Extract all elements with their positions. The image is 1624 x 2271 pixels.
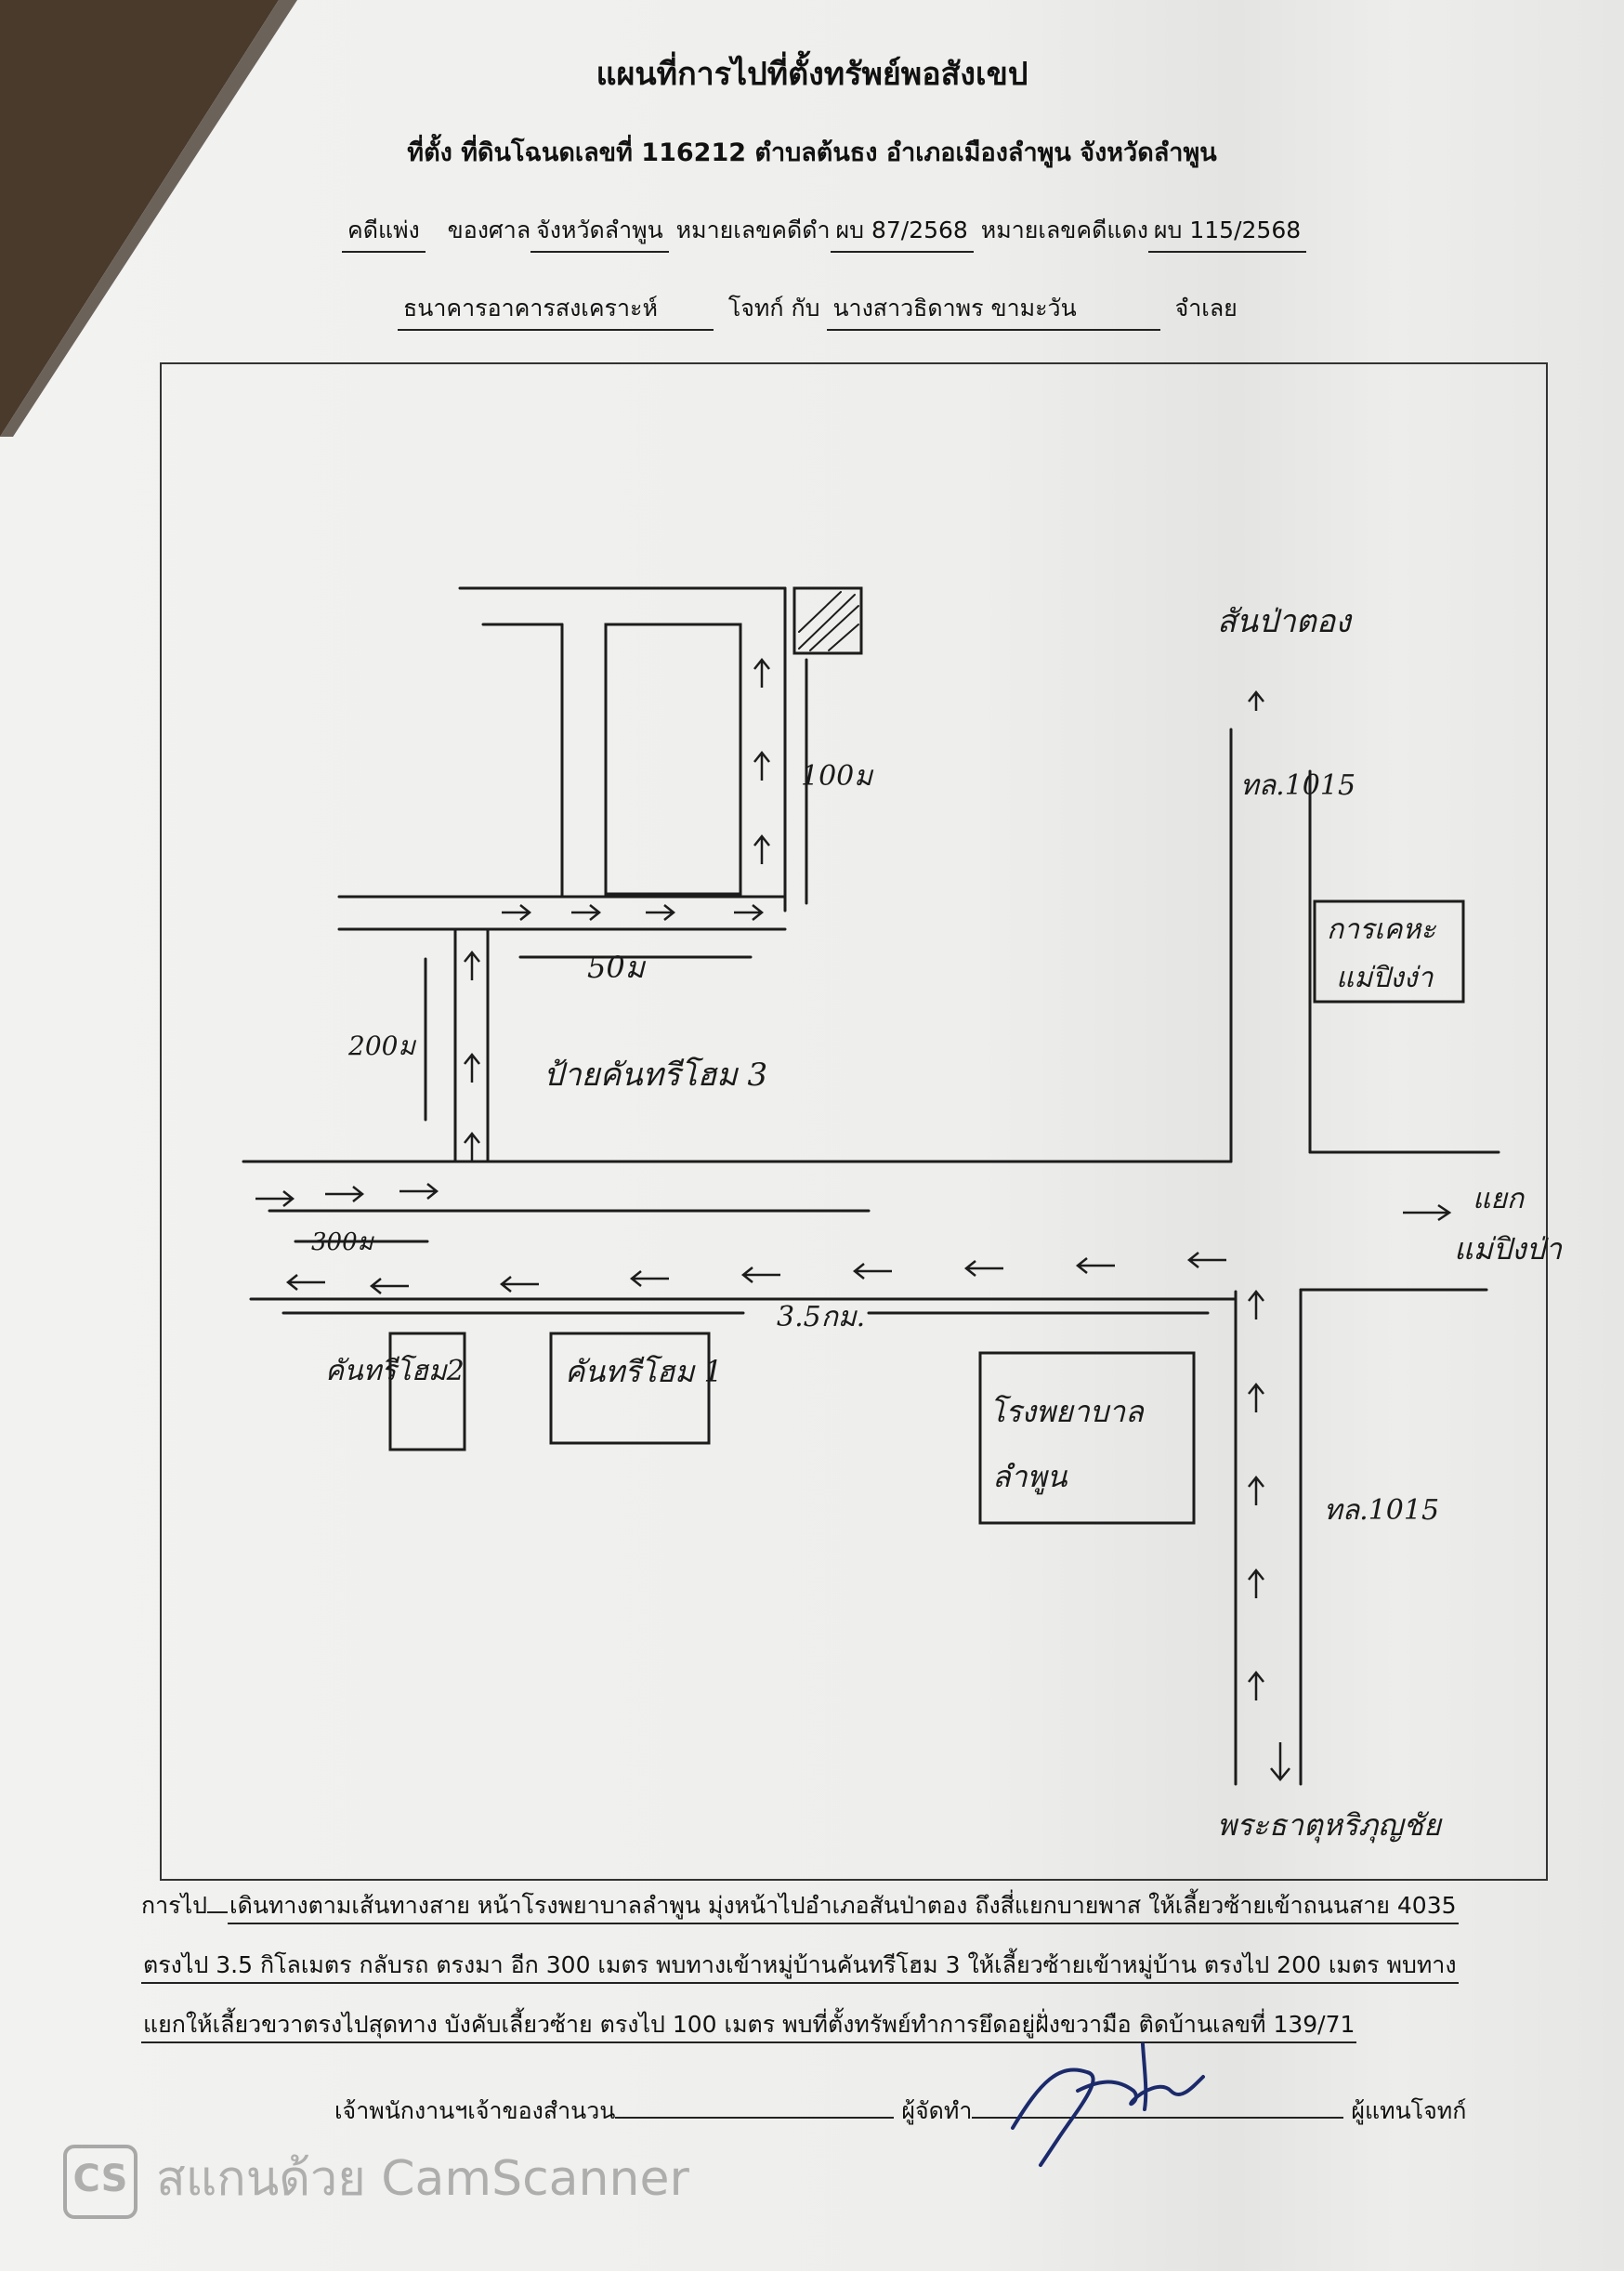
plaintiff-name: ธนาคารอาคารสงเคราะห์: [398, 290, 714, 331]
paper-edge-shadow: [0, 0, 297, 437]
arrow-icon: [753, 657, 770, 688]
maker-signature-line: [972, 2117, 1344, 2119]
case-info-line: คดีแพ่ง ของศาลจังหวัดลำพูน หมายเลขคดีดำผ…: [342, 212, 1307, 253]
arrow-icon: [1248, 1475, 1264, 1505]
property-location: ที่ตั้ง ที่ดินโฉนดเลขที่ 116212 ตำบลต้นธ…: [407, 138, 1217, 167]
label-country-home-1: คันทรีโฮม 1: [565, 1354, 723, 1389]
signature-row: เจ้าพนักงานฯเจ้าของสำนวน ผู้จัดทำ ผู้แทน…: [334, 2093, 1466, 2130]
country-home-2-box: [388, 1332, 466, 1451]
label-junction-2: แม่ปิงป่า: [1454, 1231, 1563, 1267]
label-housing-authority-2: แม่ปิงง่า: [1336, 962, 1434, 994]
directions-label: การไป: [141, 1892, 208, 1919]
arrow-icon: [502, 904, 532, 921]
direction-arrows: [255, 657, 1452, 1781]
arrow-icon: [571, 904, 602, 921]
arrow-icon: [255, 1190, 295, 1207]
map-title: แผนที่การไปที่ตั้งทรัพย์พอสังเขป: [596, 56, 1028, 93]
directions-text-3: แยกให้เลี้ยวขวาตรงไปสุดทาง บังคับเลี้ยวซ…: [141, 2011, 1357, 2043]
arrow-icon: [464, 950, 480, 980]
label-3-5km: 3.5กม.: [777, 1301, 865, 1333]
label-road-1015-bottom: ทล.1015: [1324, 1494, 1439, 1527]
arrow-icon: [369, 1278, 409, 1294]
signature-stroke: [1011, 2042, 1205, 2167]
country-home-1-box: [549, 1332, 711, 1445]
label-junction: แยก: [1473, 1183, 1526, 1215]
label-300m: 300ม: [311, 1228, 375, 1256]
arrow-icon: [963, 1260, 1003, 1277]
camscanner-watermark: CS สแกนด้วย CamScanner: [63, 2139, 689, 2219]
label-50m: 50ม: [587, 950, 647, 985]
hatch-line: [798, 591, 842, 633]
label-santpatong: สันป่าตอง: [1217, 603, 1353, 640]
label-country-home-2: คันทรีโฮม2: [325, 1354, 465, 1387]
camscanner-logo: CS: [63, 2145, 138, 2219]
defendant-label: จำเลย: [1174, 295, 1238, 322]
directions-text-2: ตรงไป 3.5 กิโลเมตร กลับรถ ตรงมา อีก 300 …: [141, 1951, 1459, 1984]
arrow-icon: [1248, 1670, 1264, 1700]
arrow-icon: [852, 1263, 892, 1280]
directions-line-3: แยกให้เลี้ยวขวาตรงไปสุดทาง บังคับเลี้ยวซ…: [141, 2011, 1535, 2043]
handwritten-signature: [1011, 2042, 1205, 2167]
arrow-icon: [1248, 1289, 1264, 1319]
officer-label: เจ้าพนักงานฯเจ้าของสำนวน: [334, 2097, 616, 2124]
arrow-icon: [629, 1270, 669, 1287]
label-hariphunchai: พระธาตุหริภุญชัย: [1217, 1807, 1443, 1844]
arrow-icon: [1248, 689, 1264, 711]
red-case-label: หมายเลขคดีแดง: [980, 217, 1148, 243]
arrow-icon: [1403, 1203, 1452, 1222]
parties-line: ธนาคารอาคารสงเคราะห์ โจทก์ กับ นางสาวธิด…: [398, 290, 1238, 331]
label-200m: 200ม: [347, 1030, 416, 1061]
arrow-icon: [734, 904, 765, 921]
housing-authority-box: [1313, 899, 1465, 1004]
hospital-box: [978, 1351, 1196, 1525]
arrow-icon: [285, 1274, 325, 1291]
arrow-icon: [464, 1131, 480, 1162]
court-label: ของศาล: [447, 217, 531, 243]
defendant-name: นางสาวธิดาพร ขามะวัน: [827, 290, 1160, 331]
arrow-icon: [1270, 1742, 1290, 1781]
arrow-icon: [740, 1267, 780, 1283]
arrow-icon: [499, 1276, 539, 1293]
arrow-icon: [1248, 1568, 1264, 1598]
target-property: [792, 586, 863, 655]
court-name: จังหวัดลำพูน: [530, 212, 669, 253]
label-road-1015-top: ทล.1015: [1240, 769, 1356, 802]
label-country-home-3-sign: ป้ายคันทรีโฮม 3: [544, 1057, 767, 1094]
maker-label: ผู้จัดทำ: [901, 2097, 973, 2124]
arrow-icon: [325, 1186, 365, 1202]
black-case-number: ผบ 87/2568: [830, 212, 974, 253]
plaintiff-label: โจทก์: [727, 295, 784, 322]
arrow-icon: [1075, 1257, 1115, 1274]
arrow-icon: [753, 834, 770, 864]
case-type: คดีแพ่ง: [342, 212, 426, 253]
hatch-line: [798, 594, 856, 650]
hatch-line: [809, 605, 859, 651]
arrow-icon: [753, 750, 770, 781]
arrow-icon: [1186, 1252, 1226, 1268]
directions-line-1: การไป เดินทางตามเส้นทางสาย หน้าโรงพยาบาลล…: [141, 1892, 1535, 1924]
directions-text-1: เดินทางตามเส้นทางสาย หน้าโรงพยาบาลลำพูน …: [228, 1892, 1459, 1924]
label-lamphun: ลำพูน: [992, 1459, 1068, 1495]
representative-label: ผู้แทนโจทก์: [1351, 2097, 1467, 2124]
watermark-text: สแกนด้วย CamScanner: [156, 2151, 689, 2207]
directions-line-2: ตรงไป 3.5 กิโลเมตร กลับรถ ตรงมา อีก 300 …: [141, 1951, 1535, 1984]
black-case-label: หมายเลขคดีดำ: [675, 217, 831, 243]
label-housing-authority: การเคหะ: [1327, 913, 1436, 946]
arrow-icon: [1248, 1382, 1264, 1412]
officer-signature-line: [615, 2117, 895, 2119]
arrow-icon: [646, 904, 676, 921]
red-case-number: ผบ 115/2568: [1147, 212, 1307, 253]
arrow-icon: [464, 1052, 480, 1083]
hatch-line: [828, 624, 859, 651]
house-block: [604, 623, 742, 896]
map-frame: [160, 362, 1548, 1881]
with-label: กับ: [791, 295, 820, 322]
label-hospital: โรงพยาบาล: [989, 1394, 1145, 1429]
label-100m: 100ม: [801, 760, 874, 793]
arrow-icon: [399, 1183, 439, 1200]
